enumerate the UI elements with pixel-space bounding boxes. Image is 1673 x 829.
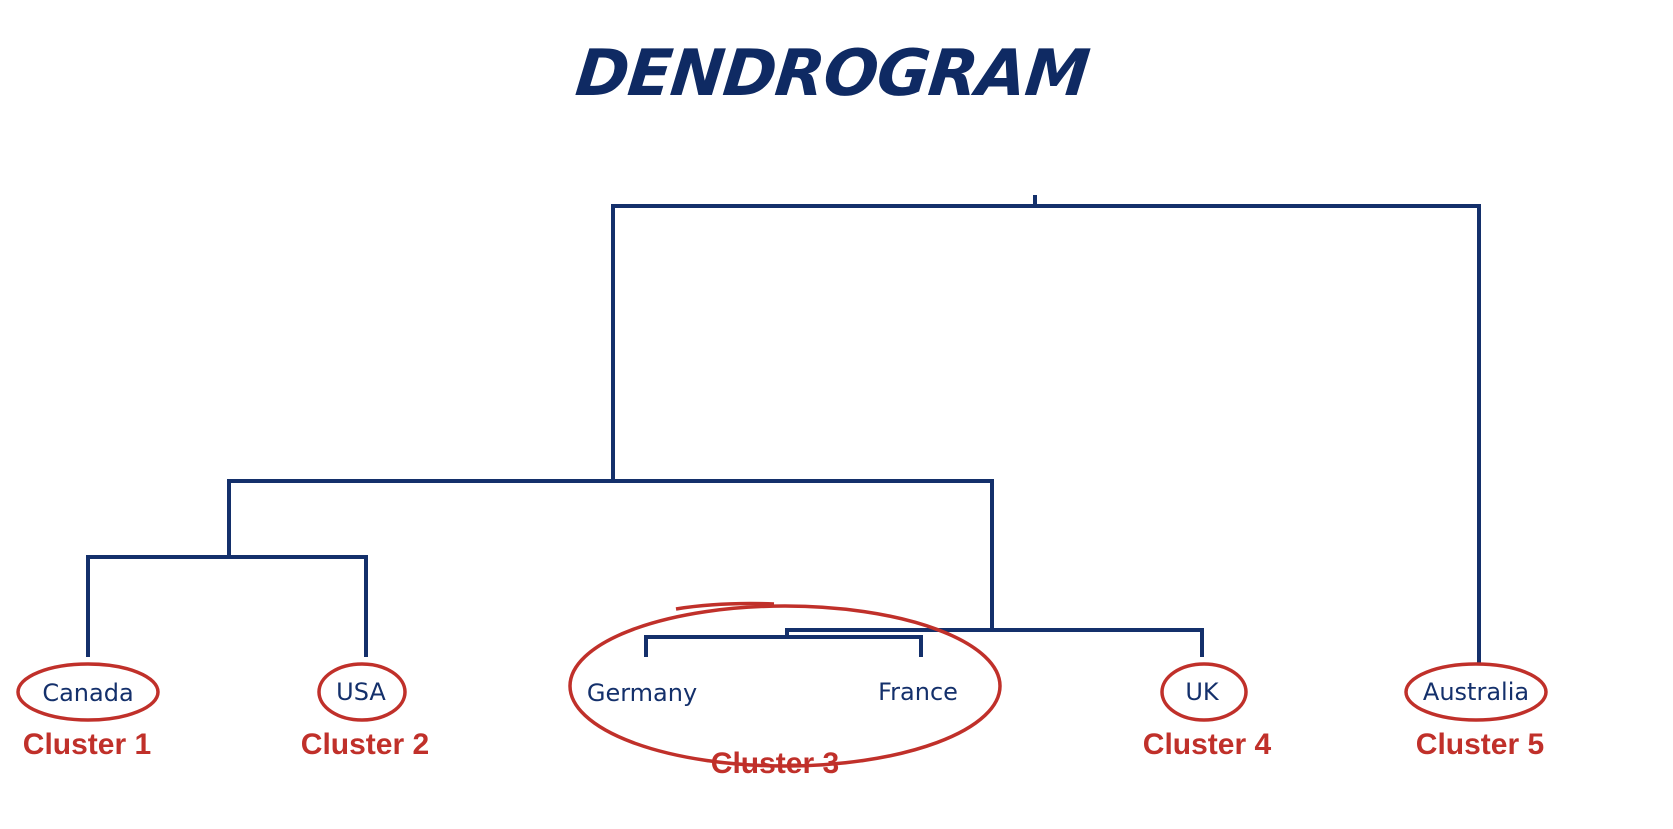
cluster-3-label: Cluster 3 xyxy=(711,747,839,780)
leaf-usa: USA xyxy=(336,678,386,706)
merge-germany-france xyxy=(644,635,923,657)
cluster-rings xyxy=(16,601,1548,768)
cluster-4-ring xyxy=(1160,662,1248,722)
merge-europe-uk xyxy=(785,628,1204,657)
cluster-3-ring-overlap xyxy=(675,601,775,611)
root-merge xyxy=(611,204,1481,665)
leaf-labels: Canada USA Germany France UK Australia xyxy=(42,678,1529,707)
leaf-canada: Canada xyxy=(42,679,133,707)
dendrogram-branches xyxy=(86,195,1481,665)
leaf-germany: Germany xyxy=(587,679,697,707)
merge-americas-europe xyxy=(227,479,994,630)
leaf-france: France xyxy=(878,678,958,706)
leaf-uk: UK xyxy=(1185,678,1220,706)
cluster-5-ring xyxy=(1404,662,1548,722)
diagram-title: DENDROGRAM xyxy=(572,36,1092,111)
leaf-australia: Australia xyxy=(1423,678,1529,706)
merge-canada-usa xyxy=(86,555,368,657)
cluster-4-label: Cluster 4 xyxy=(1143,728,1272,761)
cluster-3-ring xyxy=(568,604,1002,768)
cluster-2-ring xyxy=(317,662,407,722)
cluster-5-label: Cluster 5 xyxy=(1416,728,1544,761)
cluster-labels: Cluster 1 Cluster 2 Cluster 3 Cluster 4 … xyxy=(23,728,1544,780)
cluster-1-label: Cluster 1 xyxy=(23,728,151,761)
cluster-2-label: Cluster 2 xyxy=(301,728,429,761)
cluster-1-ring xyxy=(16,662,160,722)
